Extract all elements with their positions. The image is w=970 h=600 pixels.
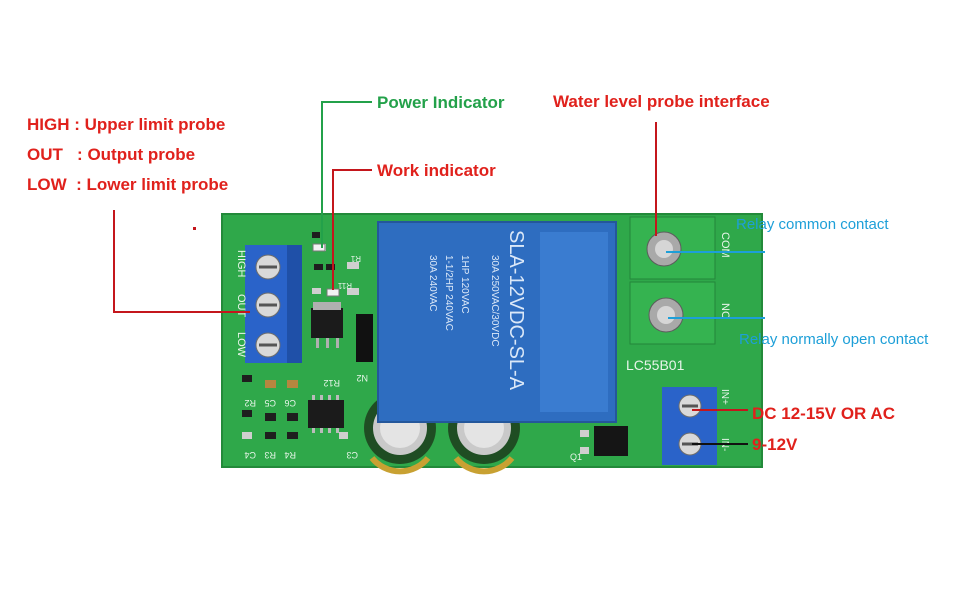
silk-n2: N2: [356, 373, 368, 383]
relay-rating-1: 30A 250VAC/30VDC: [489, 255, 500, 347]
power-terminal-block: [662, 387, 717, 465]
relay-model: SLA-12VDC-SL-A: [505, 230, 527, 391]
smd-components: [242, 232, 589, 454]
silk-no: NO: [719, 303, 731, 320]
probe-interface-label: Water level probe interface: [553, 92, 770, 111]
power-spec-line1: DC 12-15V OR AC: [752, 404, 895, 423]
power-indicator-label: Power Indicator: [377, 93, 505, 112]
probe-terminal-block: [245, 245, 302, 363]
ic-chip: [308, 395, 344, 433]
silk-model: LC55B01: [626, 357, 685, 373]
silk-in-plus: IN+: [719, 389, 730, 405]
silk-r1: R1: [350, 254, 361, 263]
voltage-regulator: [311, 302, 343, 348]
silk-low: LOW: [235, 332, 247, 358]
silk-c3: C3: [346, 450, 358, 460]
silk-c4: C4: [244, 450, 256, 460]
stray-dot: [193, 227, 196, 230]
relay-no-label: Relay normally open contact: [739, 331, 929, 348]
legend-out: OUT : Output probe: [27, 145, 196, 164]
silk-r12: R12: [323, 378, 340, 388]
transistor-n2: [356, 314, 373, 362]
silk-q1: Q1: [570, 452, 582, 462]
silk-r11: R11: [337, 281, 352, 290]
relay-rating-3: 1-1/2HP 240VAC: [443, 255, 454, 331]
power-spec-line2: 9-12V: [752, 435, 798, 454]
silk-c6: C6: [284, 398, 296, 408]
silk-r3: R3: [264, 450, 276, 460]
work-indicator-label: Work indicator: [377, 161, 496, 180]
relay-terminal-block: [626, 215, 716, 350]
silk-out: OUT: [235, 294, 247, 318]
relay: [377, 221, 617, 423]
silk-r4: R4: [284, 450, 296, 460]
bridge-rectifier: [594, 426, 628, 456]
relay-common-label: Relay common contact: [736, 216, 889, 233]
leader-work-indicator: [332, 169, 372, 290]
silk-r2: R2: [244, 398, 256, 408]
leader-probe-legend: [113, 210, 250, 313]
leader-power-indicator: [321, 101, 372, 248]
relay-rating-2: 1HP 120VAC: [459, 255, 470, 314]
work-led: [326, 288, 340, 297]
silk-c5: C5: [264, 398, 276, 408]
power-led: [312, 243, 326, 252]
silk-high: HIGH: [235, 250, 247, 278]
legend-low: LOW : Lower limit probe: [27, 175, 229, 194]
relay-rating-4: 30A 240VAC: [427, 255, 438, 312]
legend-high: HIGH : Upper limit probe: [27, 115, 226, 134]
silk-com: COM: [719, 232, 731, 258]
